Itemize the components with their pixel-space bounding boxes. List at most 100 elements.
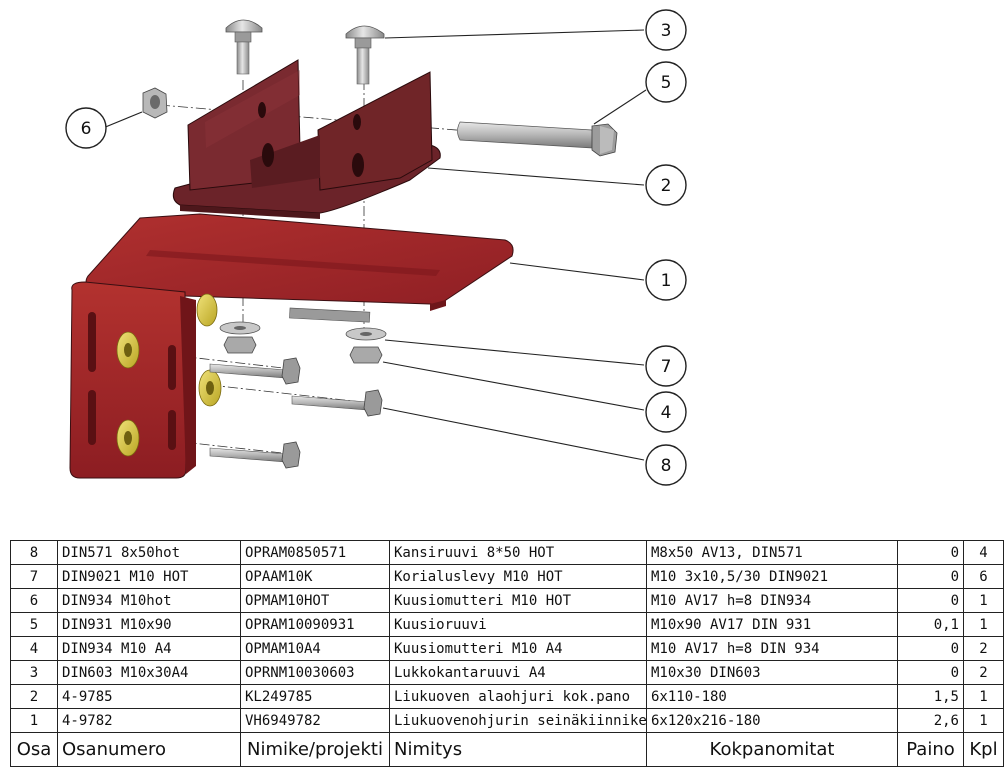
carriage-bolt-part-3-right	[345, 25, 385, 85]
cell-osa: 1	[10, 708, 58, 733]
svg-text:8: 8	[661, 456, 672, 476]
cell-nimike: VH6949782	[240, 708, 390, 733]
table-row: 8 DIN571 8x50hot OPRAM0850571 Kansiruuvi…	[10, 540, 1004, 565]
lower-guide-part-2	[172, 59, 441, 219]
cell-osa: 2	[10, 684, 58, 709]
cell-osanumero: DIN934 M10 A4	[57, 636, 241, 661]
wall-bracket-part-1	[69, 213, 514, 479]
cell-nimitys: Korialuslevy M10 HOT	[389, 564, 647, 589]
hex-bolt-part-5	[457, 121, 618, 157]
table-row: 7 DIN9021 M10 HOT OPAAM10K Korialuslevy …	[10, 564, 1004, 589]
cell-nimike: KL249785	[240, 684, 390, 709]
cell-kpl: 1	[963, 708, 1004, 733]
cell-nimike: OPRAM0850571	[240, 540, 390, 565]
callout-8: 8	[645, 444, 687, 486]
cell-osanumero: 4-9782	[57, 708, 241, 733]
callout-1: 1	[645, 259, 687, 301]
header-nimike: Nimike/projekti	[240, 732, 390, 767]
cell-nimitys: Liukuoven alaohjuri kok.pano	[389, 684, 647, 709]
bolt-threads-through-plate	[289, 307, 371, 323]
exploded-assembly-drawing: 3 5 6 2 1 7 4 8	[65, 9, 687, 486]
header-osa: Osa	[10, 732, 58, 767]
header-osanumero: Osanumero	[57, 732, 241, 767]
cell-nimitys: Kansiruuvi 8*50 HOT	[389, 540, 647, 565]
cell-nimitys: Kuusioruuvi	[389, 612, 647, 637]
callout-3: 3	[645, 9, 687, 51]
table-row: 5 DIN931 M10x90 OPRAM10090931 Kuusioruuv…	[10, 612, 1004, 637]
cell-kokpanomitat: M10 3x10,5/30 DIN9021	[646, 564, 898, 589]
cell-paino: 0	[897, 540, 964, 565]
svg-text:7: 7	[661, 357, 672, 377]
cell-kpl: 1	[963, 684, 1004, 709]
cell-osa: 7	[10, 564, 58, 589]
callout-2: 2	[645, 164, 687, 206]
table-row: 4 DIN934 M10 A4 OPMAM10A4 Kuusiomutteri …	[10, 636, 1004, 661]
carriage-bolts-part-8	[209, 357, 383, 469]
svg-text:4: 4	[661, 403, 672, 423]
cell-kokpanomitat: M8x50 AV13, DIN571	[646, 540, 898, 565]
cell-osa: 6	[10, 588, 58, 613]
hex-nut-part-6	[142, 87, 168, 119]
cell-kokpanomitat: 6x110-180	[646, 684, 898, 709]
header-kpl: Kpl	[963, 732, 1004, 767]
cell-kpl: 4	[963, 540, 1004, 565]
cell-kpl: 1	[963, 612, 1004, 637]
cell-kokpanomitat: 6x120x216-180	[646, 708, 898, 733]
cell-osanumero: DIN603 M10x30A4	[57, 660, 241, 685]
svg-text:2: 2	[661, 176, 672, 196]
cell-kokpanomitat: M10x30 DIN603	[646, 660, 898, 685]
cell-osanumero: DIN934 M10hot	[57, 588, 241, 613]
cell-paino: 0,1	[897, 612, 964, 637]
callout-7: 7	[645, 345, 687, 387]
cell-nimitys: Lukkokantaruuvi A4	[389, 660, 647, 685]
cell-kokpanomitat: M10 AV17 h=8 DIN 934	[646, 636, 898, 661]
cell-nimitys: Liukuovenohjurin seinäkiinnike	[389, 708, 647, 733]
svg-text:1: 1	[661, 271, 672, 291]
header-kokpanomitat: Kokpanomitat	[646, 732, 898, 767]
fender-washers-part-7	[219, 321, 387, 341]
cell-paino: 2,6	[897, 708, 964, 733]
cell-kokpanomitat: M10x90 AV17 DIN 931	[646, 612, 898, 637]
cell-kpl: 2	[963, 636, 1004, 661]
cell-nimike: OPMAM10A4	[240, 636, 390, 661]
cell-nimike: OPRNM10030603	[240, 660, 390, 685]
table-header-row: Osa Osanumero Nimike/projekti Nimitys Ko…	[10, 732, 1004, 767]
cell-paino: 1,5	[897, 684, 964, 709]
svg-text:6: 6	[81, 119, 92, 139]
cell-osa: 8	[10, 540, 58, 565]
cell-kokpanomitat: M10 AV17 h=8 DIN934	[646, 588, 898, 613]
callout-4: 4	[645, 391, 687, 433]
cell-nimike: OPRAM10090931	[240, 612, 390, 637]
cell-nimitys: Kuusiomutteri M10 HOT	[389, 588, 647, 613]
table-row: 6 DIN934 M10hot OPMAM10HOT Kuusiomutteri…	[10, 588, 1004, 613]
header-nimitys: Nimitys	[389, 732, 647, 767]
svg-text:3: 3	[661, 21, 672, 41]
carriage-bolt-part-3-left	[225, 19, 263, 75]
cell-paino: 0	[897, 564, 964, 589]
cell-osa: 3	[10, 660, 58, 685]
callout-5: 5	[645, 61, 687, 103]
cell-kpl: 6	[963, 564, 1004, 589]
cell-kpl: 1	[963, 588, 1004, 613]
table-row: 1 4-9782 VH6949782 Liukuovenohjurin sein…	[10, 708, 1004, 733]
cell-paino: 0	[897, 588, 964, 613]
cell-osanumero: 4-9785	[57, 684, 241, 709]
cell-osanumero: DIN9021 M10 HOT	[57, 564, 241, 589]
svg-text:5: 5	[661, 73, 672, 93]
cell-osanumero: DIN571 8x50hot	[57, 540, 241, 565]
hex-nuts-part-4	[223, 336, 383, 364]
cell-paino: 0	[897, 660, 964, 685]
cell-osa: 4	[10, 636, 58, 661]
cell-nimike: OPMAM10HOT	[240, 588, 390, 613]
cell-osanumero: DIN931 M10x90	[57, 612, 241, 637]
yellow-washers	[116, 293, 222, 457]
table-row: 3 DIN603 M10x30A4 OPRNM10030603 Lukkokan…	[10, 660, 1004, 685]
cell-osa: 5	[10, 612, 58, 637]
bill-of-materials-table: 8 DIN571 8x50hot OPRAM0850571 Kansiruuvi…	[10, 540, 1004, 767]
cell-paino: 0	[897, 636, 964, 661]
table-row: 2 4-9785 KL249785 Liukuoven alaohjuri ko…	[10, 684, 1004, 709]
cell-nimike: OPAAM10K	[240, 564, 390, 589]
header-paino: Paino	[897, 732, 964, 767]
cell-nimitys: Kuusiomutteri M10 A4	[389, 636, 647, 661]
callout-6: 6	[65, 107, 107, 149]
